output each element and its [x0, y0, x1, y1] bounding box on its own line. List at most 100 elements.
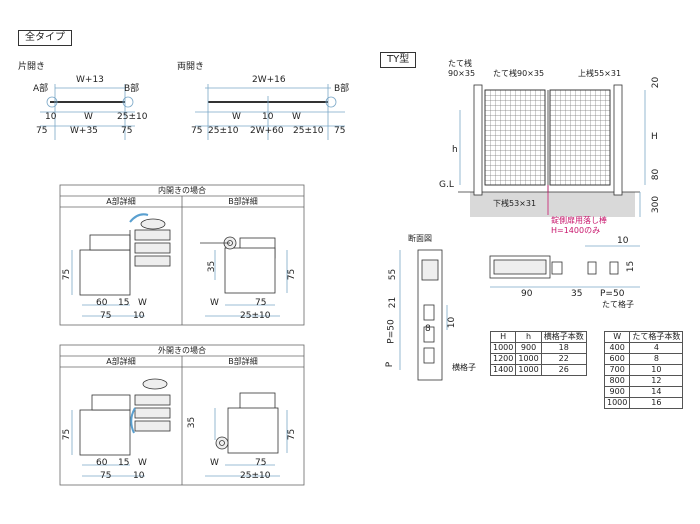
outward-a-15: 15 — [118, 458, 130, 468]
double-10: 10 — [262, 112, 274, 122]
ty-type-label: TY型 — [380, 52, 417, 68]
sec-21: 21 — [388, 296, 399, 309]
inward-a-10: 10 — [133, 311, 145, 321]
table-cell: 1400 — [489, 364, 517, 376]
table-cell: 1000 — [603, 397, 631, 409]
table-cell: 1000 — [489, 342, 517, 354]
inward-b-w: W — [210, 298, 219, 308]
table-header-row: W たて格子本数 — [603, 331, 684, 343]
table-row: 1200 1000 22 — [489, 353, 587, 365]
single-tol: 25±10 — [117, 112, 148, 122]
elev-H: H — [651, 132, 658, 142]
horizontal-lattice-label: 横格子 — [452, 363, 476, 372]
double-right-75: 75 — [334, 126, 346, 136]
outward-b-75: 75 — [255, 458, 267, 468]
table-cell: 16 — [629, 397, 684, 409]
outward-b-75r: 75 — [287, 428, 298, 441]
outward-b-detail: B部詳細 — [228, 357, 258, 366]
sec-10: 10 — [447, 316, 458, 329]
ty-elevation — [458, 84, 646, 217]
sec-p: P — [385, 361, 396, 368]
table-row: 800 12 — [603, 375, 684, 387]
inward-a-60: 60 — [96, 298, 108, 308]
inward-a-w: W — [138, 298, 147, 308]
single-swing-plan — [40, 84, 135, 140]
double-2w60: 2W+60 — [250, 126, 284, 136]
double-b-part: B部 — [334, 84, 350, 94]
inward-b-detail: B部詳細 — [228, 197, 258, 206]
single-left-75: 75 — [36, 126, 48, 136]
sec-55: 55 — [388, 268, 399, 281]
table-cell: 900 — [515, 342, 542, 354]
outward-detail-frame — [59, 344, 305, 486]
inward-title: 内開きの場合 — [158, 186, 206, 195]
inward-a-15: 15 — [118, 298, 130, 308]
double-tol-2: 25±10 — [293, 126, 324, 136]
table-cell: 26 — [540, 364, 587, 376]
table-row: 1000 900 18 — [489, 342, 587, 354]
drop-rod-note-1: 錠側扉用落し棒 — [551, 216, 607, 225]
inward-a-75b: 75 — [100, 311, 112, 321]
double-2w16: 2W+16 — [252, 75, 286, 85]
outward-a-10: 10 — [133, 471, 145, 481]
table-cell: 400 — [603, 342, 631, 354]
outward-title: 外開きの場合 — [158, 346, 206, 355]
outward-a-60: 60 — [96, 458, 108, 468]
table-cell: 1000 — [515, 364, 542, 376]
outward-a-w: W — [138, 458, 147, 468]
inward-b-75r: 75 — [287, 268, 298, 281]
elev-h: h — [452, 145, 458, 155]
inward-detail-frame — [59, 184, 305, 326]
w-spec-table: W たて格子本数 400 4 600 8 700 10 800 12 900 1… — [603, 331, 684, 409]
single-swing-title: 片開き — [18, 62, 46, 72]
inward-a-75: 75 — [62, 268, 73, 281]
vertical-lattice-label: たて格子 — [602, 300, 634, 309]
double-left-75: 75 — [191, 126, 203, 136]
section-title: 断面図 — [408, 234, 432, 243]
table-row: 700 10 — [603, 364, 684, 376]
single-w13: W+13 — [76, 75, 104, 85]
table-cell: 22 — [540, 353, 587, 365]
top-rail-label: 上桟55×31 — [578, 69, 622, 78]
table-cell: 18 — [540, 342, 587, 354]
inward-b-35: 35 — [207, 260, 218, 273]
table-header-cell: h — [515, 331, 542, 343]
sec-8: 8 — [425, 324, 431, 334]
table-cell: 12 — [629, 375, 684, 387]
table-cell: 4 — [629, 342, 684, 354]
elev-20: 20 — [651, 76, 662, 89]
table-cell: 14 — [629, 386, 684, 398]
outward-a-75: 75 — [62, 428, 73, 441]
table-cell: 800 — [603, 375, 631, 387]
table-row: 400 4 — [603, 342, 684, 354]
outward-a-detail: A部詳細 — [106, 357, 136, 366]
sec-35: 35 — [571, 289, 583, 299]
outward-b-tol: 25±10 — [240, 471, 271, 481]
sec-pp50: P=50 — [600, 289, 625, 299]
table-cell: 8 — [629, 353, 684, 365]
table-header-cell: 横格子本数 — [540, 331, 587, 343]
table-row: 600 8 — [603, 353, 684, 365]
single-a-part: A部 — [33, 84, 49, 94]
bottom-rail-label: 下桟53×31 — [493, 199, 537, 208]
sec-s15: 15 — [626, 260, 637, 273]
elev-80: 80 — [651, 168, 662, 181]
table-row: 1000 16 — [603, 397, 684, 409]
elev-300: 300 — [651, 195, 662, 214]
sec-90: 90 — [521, 289, 533, 299]
outward-b-35: 35 — [187, 416, 198, 429]
single-w: W — [84, 112, 93, 122]
table-cell: 700 — [603, 364, 631, 376]
table-row: 900 14 — [603, 386, 684, 398]
drop-rod-note-2: H=1400のみ — [551, 226, 601, 235]
all-types-label: 全タイプ — [18, 30, 72, 46]
table-cell: 1200 — [489, 353, 517, 365]
table-header-cell: W — [603, 331, 631, 343]
outward-a-75b: 75 — [100, 471, 112, 481]
post-label-line1: たて桟 — [448, 59, 472, 68]
post-label-line2: 90×35 — [448, 69, 476, 78]
table-header-cell: H — [489, 331, 517, 343]
double-w-right: W — [292, 112, 301, 122]
single-right-75: 75 — [121, 126, 133, 136]
table-cell: 1000 — [515, 353, 542, 365]
